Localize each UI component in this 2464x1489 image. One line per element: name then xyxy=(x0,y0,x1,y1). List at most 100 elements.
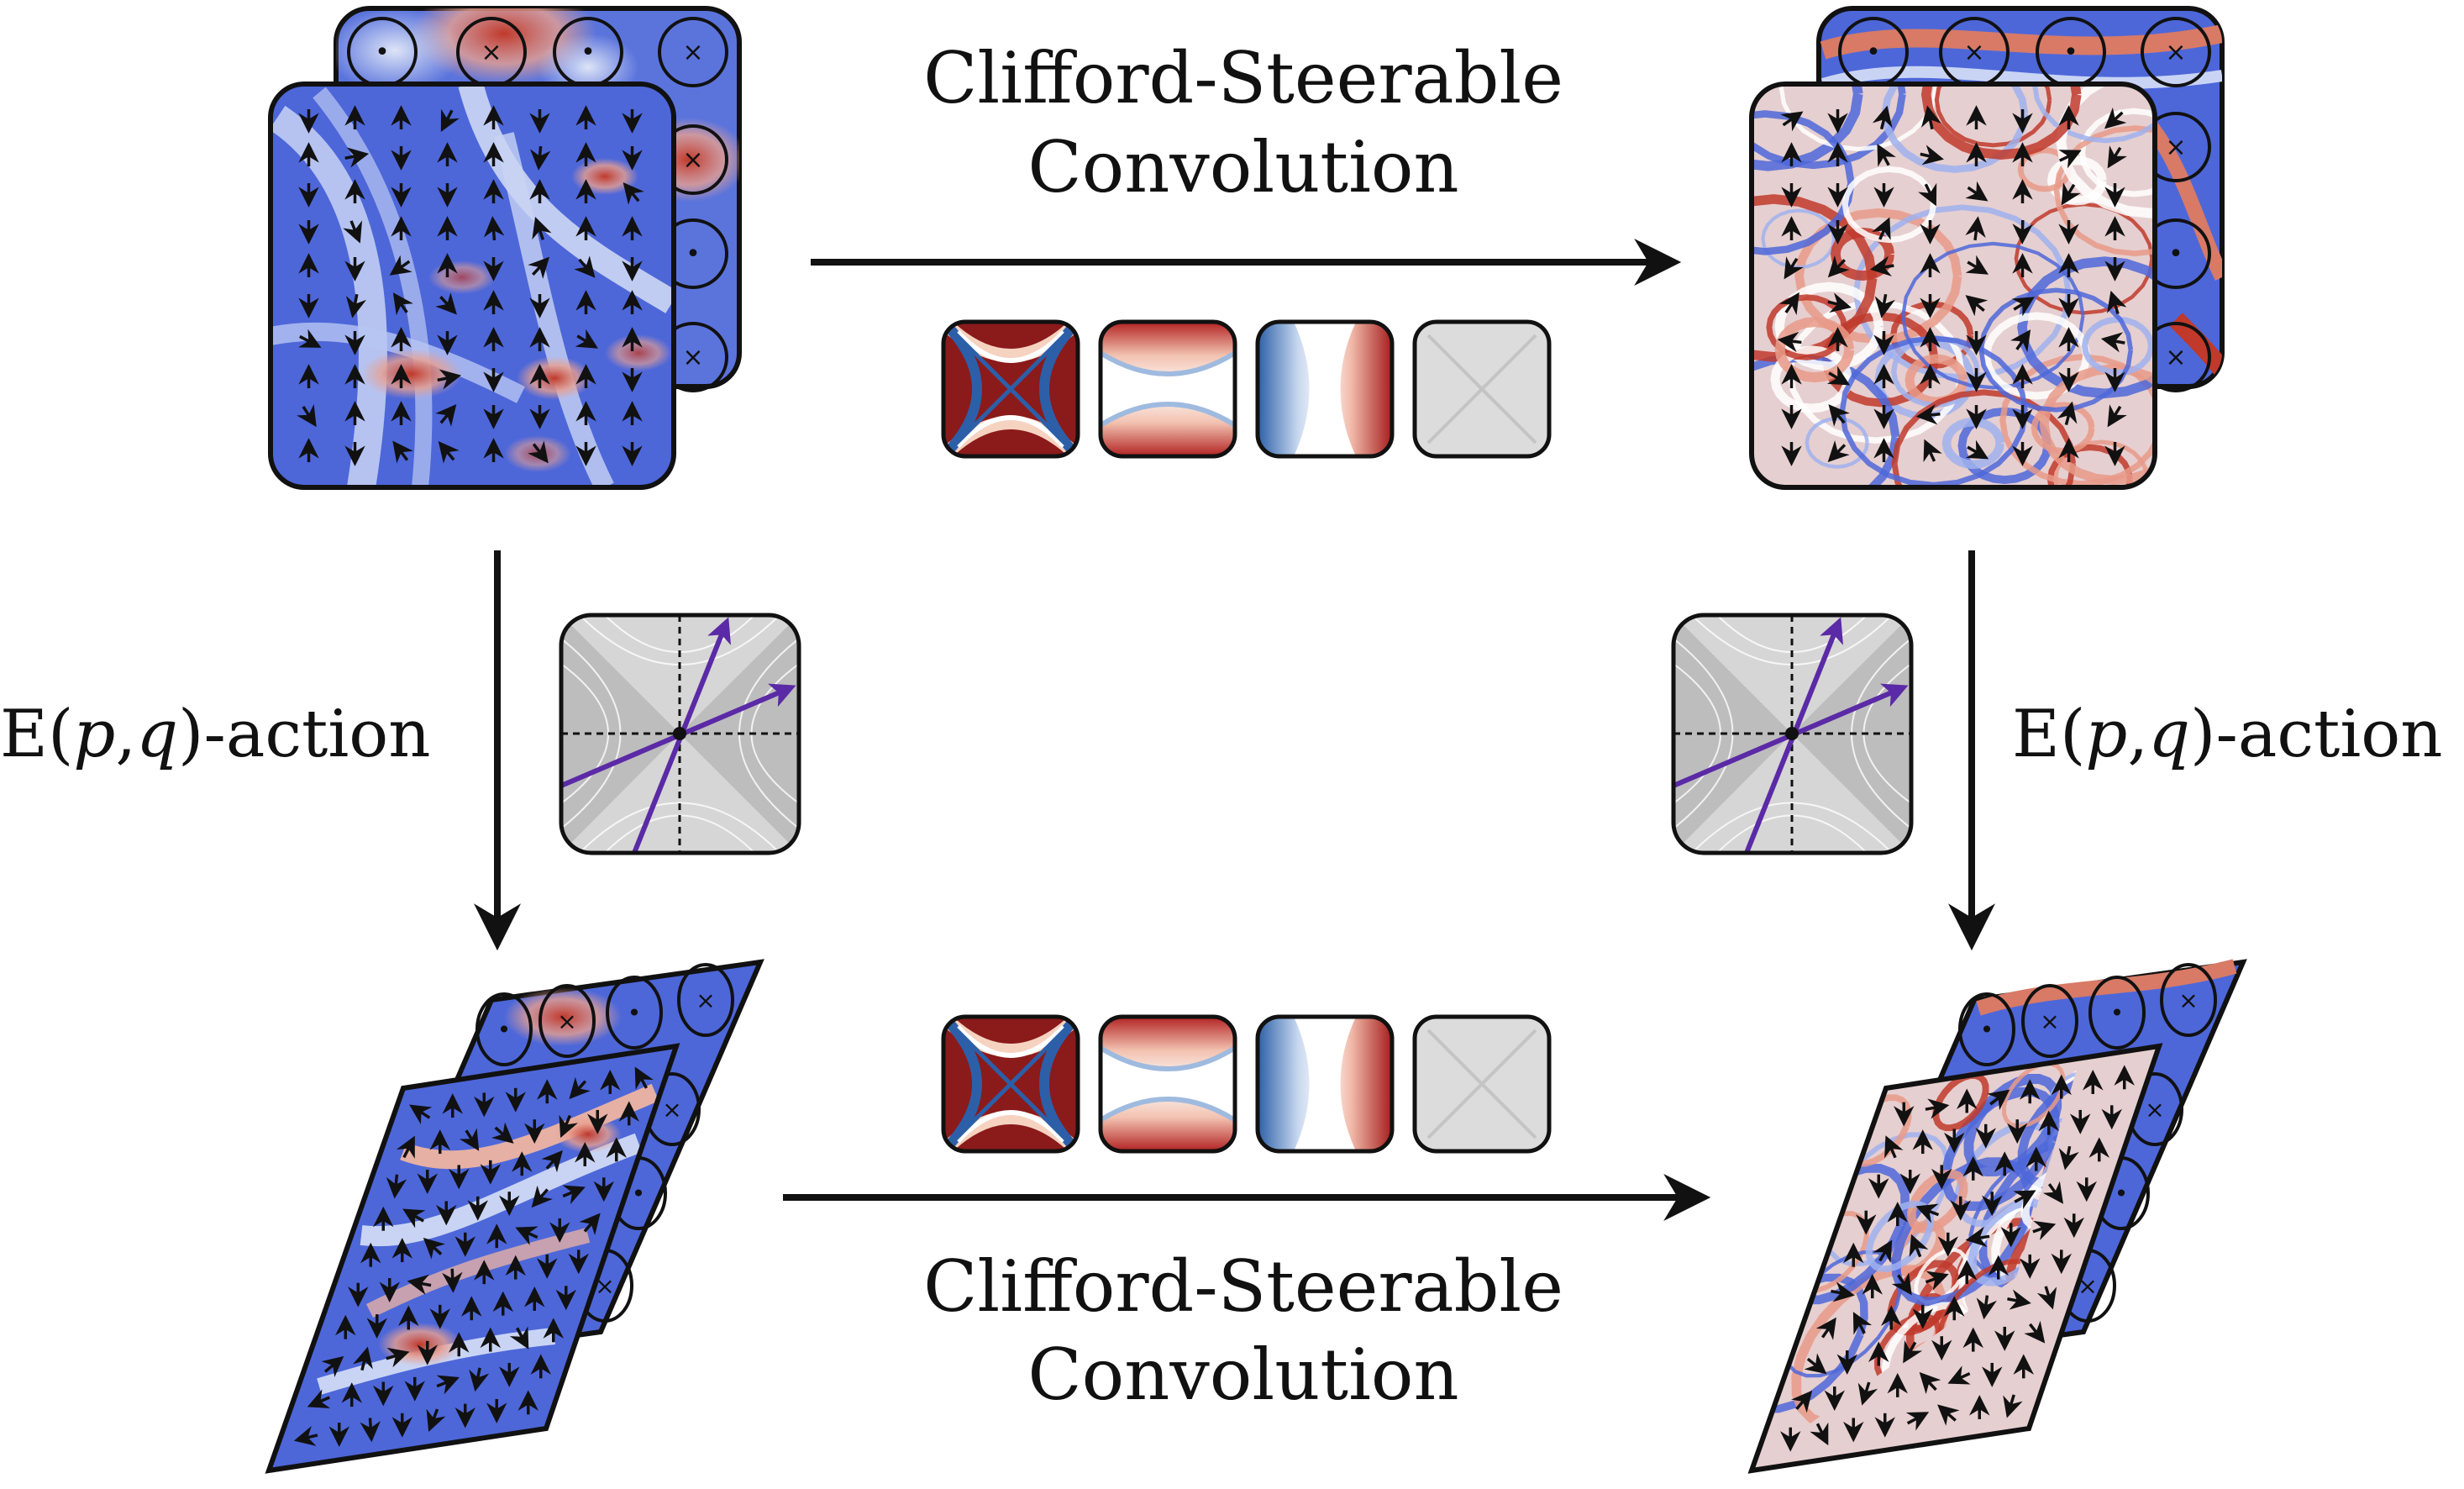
vector-glyph xyxy=(1831,1281,1855,1302)
vector-glyph xyxy=(1925,1098,1950,1119)
vector-glyph xyxy=(297,403,317,428)
kernel-tile-scalar xyxy=(941,319,1080,459)
vector-glyph xyxy=(1872,217,1891,240)
vector-glyph xyxy=(1923,439,1942,463)
cross-symbol: × xyxy=(2040,1008,2059,1035)
vector-glyph xyxy=(396,1135,415,1159)
dot-symbol: • xyxy=(581,38,596,67)
vector-glyph xyxy=(2100,332,2125,353)
vector-glyph xyxy=(1909,1234,1929,1258)
cross-symbol: × xyxy=(2078,1272,2097,1300)
vector-glyph xyxy=(529,145,551,171)
right-boost-panel xyxy=(1671,613,1914,855)
vector-glyph xyxy=(1884,1135,1904,1159)
dot-symbol: • xyxy=(632,1180,646,1208)
vector-glyph xyxy=(1804,1353,1827,1375)
cross-symbol: × xyxy=(2145,1096,2164,1123)
transformed-output-front-panel xyxy=(1747,1043,2163,1474)
dot-symbol: • xyxy=(375,38,390,67)
kernel-tile-vector-2 xyxy=(1255,319,1395,459)
vector-glyph xyxy=(1965,216,1986,241)
cross-symbol: × xyxy=(682,145,703,175)
kernel-tile-vector-1 xyxy=(1098,319,1237,459)
vector-glyph xyxy=(392,440,413,464)
vector-glyph xyxy=(360,1418,381,1443)
vector-glyph xyxy=(1891,1272,1912,1296)
vector-glyph xyxy=(407,1274,432,1295)
vector-glyph xyxy=(2032,1220,2057,1240)
bottom-convolution-arrow: Clifford-Steerable Convolution xyxy=(783,1174,1711,1416)
vector-glyph xyxy=(1784,256,1804,280)
vector-glyph xyxy=(343,220,363,244)
dot-symbol: • xyxy=(628,999,642,1027)
vector-glyph xyxy=(437,369,462,390)
cross-symbol: × xyxy=(2165,38,2186,67)
cross-symbol: × xyxy=(557,1008,576,1035)
vector-glyph xyxy=(392,292,413,316)
kernel-tile-vector-2 xyxy=(1255,1014,1395,1154)
vector-glyph xyxy=(1918,182,1937,207)
cross-symbol: × xyxy=(2165,133,2186,162)
bottom-arrow-label-line2: Convolution xyxy=(1027,1334,1458,1416)
vector-glyph xyxy=(2013,1190,2036,1209)
vector-glyph xyxy=(1919,1371,1941,1395)
dot-symbol: • xyxy=(1980,1016,1994,1044)
vector-glyph xyxy=(345,293,366,318)
vector-glyph xyxy=(579,1213,601,1236)
vector-glyph xyxy=(1790,1390,1813,1413)
cross-symbol: × xyxy=(1963,38,1984,67)
bottom-arrow-label-line1: Clifford-Steerable xyxy=(923,1245,1563,1328)
vector-glyph xyxy=(1827,255,1850,278)
vector-glyph xyxy=(528,256,550,279)
vector-glyph xyxy=(389,255,412,276)
vector-glyph xyxy=(491,1122,514,1144)
top-arrow-label-line1: Clifford-Steerable xyxy=(923,37,1563,119)
vector-glyph xyxy=(386,1174,407,1199)
vector-glyph xyxy=(1937,1404,1960,1426)
vector-glyph xyxy=(1779,292,1799,316)
vector-glyph xyxy=(1965,1226,1990,1248)
vector-glyph xyxy=(1810,1422,1829,1446)
vector-glyph xyxy=(569,1076,591,1100)
vector-glyph xyxy=(1905,1412,1930,1431)
vector-glyph xyxy=(483,216,505,241)
vector-glyph xyxy=(442,1268,463,1293)
vector-glyph xyxy=(469,1367,490,1392)
left-boost-panel xyxy=(559,613,801,855)
vector-glyph xyxy=(1903,1340,1923,1364)
vector-glyph xyxy=(1947,1365,1971,1385)
vector-glyph xyxy=(1873,1239,1893,1263)
dot-symbol: • xyxy=(686,239,701,269)
cross-symbol: × xyxy=(2165,343,2186,372)
kernel-tiles-top xyxy=(941,319,1552,459)
vector-glyph xyxy=(541,1150,563,1173)
cross-symbol: × xyxy=(682,343,703,372)
cross-symbol: × xyxy=(662,1096,681,1123)
vector-glyph xyxy=(2107,145,2127,169)
kernel-tiles-bottom xyxy=(941,1014,1552,1154)
dot-symbol: • xyxy=(2063,38,2078,67)
transformed-input-stack: • × • × × • × xyxy=(265,959,764,1474)
vector-glyph xyxy=(2003,1394,2023,1418)
vector-glyph xyxy=(1920,145,1944,166)
cross-symbol: × xyxy=(595,1272,614,1300)
transformed-input-front-panel xyxy=(265,1043,680,1474)
left-action-arrow: E(p,q)-action xyxy=(0,550,521,951)
vector-glyph xyxy=(435,404,457,427)
vector-glyph xyxy=(562,1185,586,1205)
vector-glyph xyxy=(1852,1312,1873,1335)
vector-glyph xyxy=(1826,366,1851,386)
vector-glyph xyxy=(1877,144,1896,167)
vector-glyph xyxy=(574,255,596,278)
vector-glyph xyxy=(2058,1145,2079,1171)
vector-glyph xyxy=(1815,1317,1836,1340)
vector-glyph xyxy=(2036,1286,2057,1310)
vector-glyph xyxy=(634,1066,654,1090)
vector-glyph xyxy=(1780,111,1804,132)
kernel-tile-vector-1 xyxy=(1098,1014,1237,1154)
vector-glyph xyxy=(1869,255,1894,276)
vector-glyph xyxy=(1828,404,1850,427)
vector-glyph xyxy=(1965,295,1989,317)
vector-glyph xyxy=(2107,290,2127,314)
vector-glyph xyxy=(353,1346,373,1371)
